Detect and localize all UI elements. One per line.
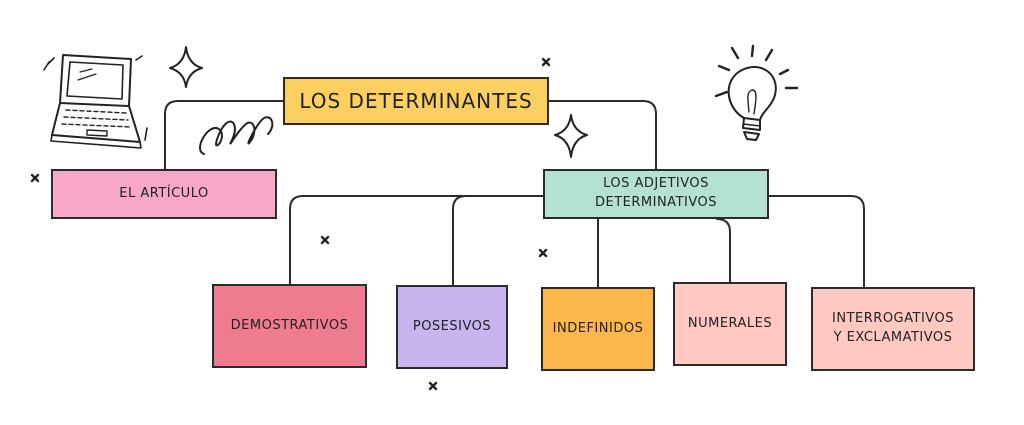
connector-lines — [164, 100, 865, 288]
node-numerales-label: NUMERALES — [687, 315, 773, 331]
diagram-title: LOS DETERMINANTES — [299, 88, 533, 113]
title-box: LOS DETERMINANTES — [283, 77, 549, 125]
node-posesivos-label: POSESIVOS — [412, 318, 492, 334]
connector-title-articulo — [164, 100, 284, 170]
node-interrogativos-label: INTERROGATIVOS Y EXCLAMATIVOS — [832, 311, 954, 345]
node-indefinidos-label: INDEFINIDOS — [552, 320, 644, 336]
sparkle-icon — [554, 114, 588, 158]
lightbulb-icon — [714, 44, 799, 141]
sparkle-icon — [169, 46, 203, 88]
node-indefinidos: INDEFINIDOS — [541, 287, 655, 371]
node-posesivos: POSESIVOS — [396, 285, 508, 369]
node-articulo: EL ARTÍCULO — [51, 169, 277, 219]
laptop-icon — [43, 54, 148, 149]
connector-adj-demostrativos — [289, 195, 544, 285]
node-adjetivos-label: LOS ADJETIVOS DETERMINATIVOS — [595, 176, 717, 210]
connector-adj-numerales — [716, 218, 731, 283]
node-interrogativos-exclamativos: INTERROGATIVOS Y EXCLAMATIVOS — [811, 287, 975, 371]
spring-doodle-icon — [199, 116, 274, 155]
connector-adj-interrogativos — [768, 195, 865, 288]
node-demostrativos: DEMOSTRATIVOS — [212, 284, 367, 368]
connector-title-adjetivos — [548, 100, 657, 170]
node-adjetivos-determinativos: LOS ADJETIVOS DETERMINATIVOS — [543, 169, 769, 219]
connector-adj-posesivos — [452, 195, 544, 286]
star-mark-icon — [30, 57, 551, 391]
node-articulo-label: EL ARTÍCULO — [119, 185, 209, 201]
node-numerales: NUMERALES — [673, 282, 787, 366]
node-demostrativos-label: DEMOSTRATIVOS — [230, 317, 349, 333]
